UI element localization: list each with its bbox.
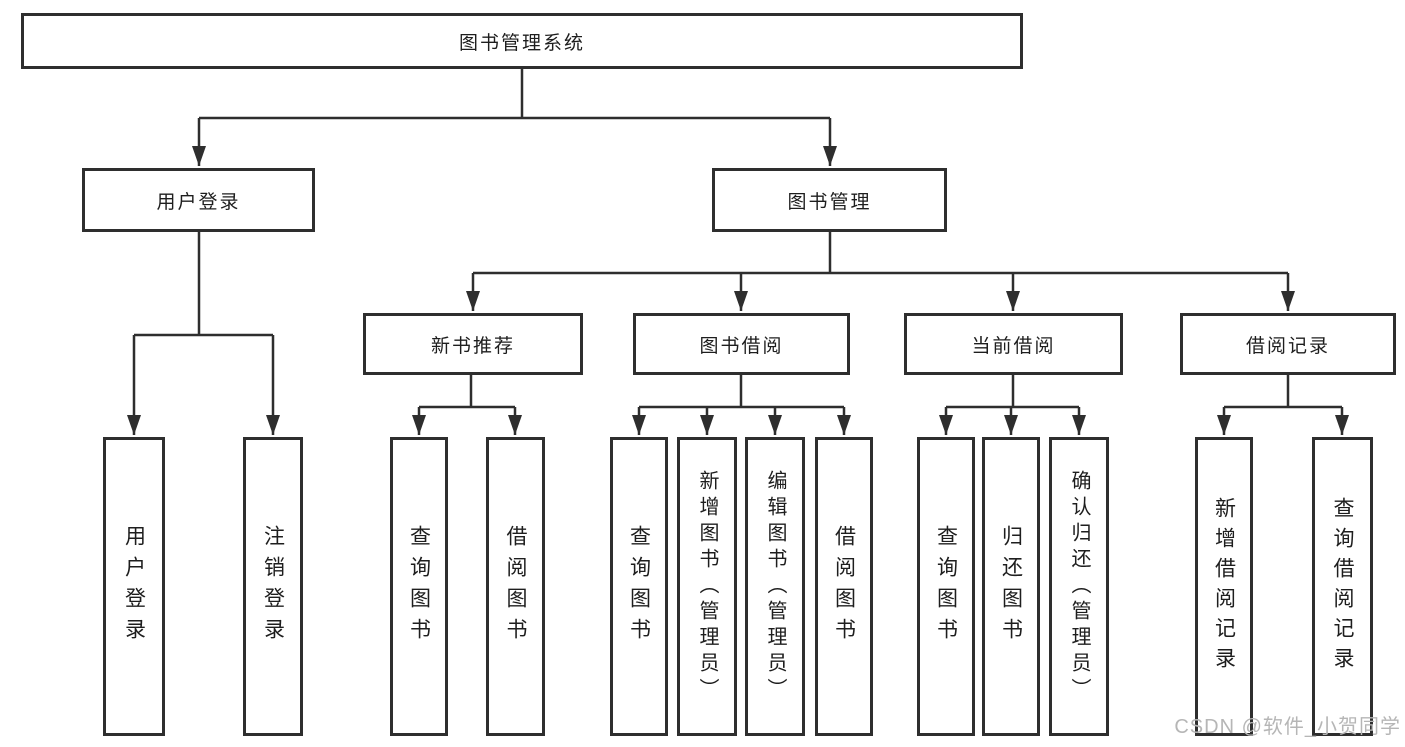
node-new-book-recommendation: 新书推荐 xyxy=(363,313,583,375)
leaf-edit-books-admin-label: 编辑图书（管理员） xyxy=(764,469,786,704)
node-user-login-label: 用户登录 xyxy=(156,191,241,213)
leaf-add-books-admin-label: 新增图书（管理员） xyxy=(696,469,718,704)
leaf-logout-login-label: 注销登录 xyxy=(261,524,285,649)
node-current-borrowing-label: 当前借阅 xyxy=(971,335,1056,357)
node-book-borrowing-label: 图书借阅 xyxy=(699,335,784,357)
node-user-login: 用户登录 xyxy=(82,168,315,232)
leaf-borrow-books-recommend-label: 借阅图书 xyxy=(504,524,527,649)
node-book-management: 图书管理 xyxy=(712,168,947,232)
leaf-query-borrow-record: 查询借阅记录 xyxy=(1312,437,1373,736)
leaf-borrow-books-recommend: 借阅图书 xyxy=(486,437,545,736)
leaf-query-books-recommend: 查询图书 xyxy=(390,437,448,736)
leaf-borrow-books-borrowing: 借阅图书 xyxy=(815,437,873,736)
node-library-system-label: 图书管理系统 xyxy=(458,32,585,54)
watermark: CSDN @软件_小贺同学 xyxy=(1174,716,1401,738)
node-book-borrowing: 图书借阅 xyxy=(633,313,850,375)
node-book-management-label: 图书管理 xyxy=(787,191,872,213)
node-borrowing-records-label: 借阅记录 xyxy=(1245,335,1330,357)
leaf-borrow-books-borrowing-label: 借阅图书 xyxy=(832,524,856,649)
leaf-add-borrow-record: 新增借阅记录 xyxy=(1195,437,1253,736)
node-current-borrowing: 当前借阅 xyxy=(904,313,1123,375)
leaf-return-books-label: 归还图书 xyxy=(999,524,1023,649)
leaf-query-books-current: 查询图书 xyxy=(917,437,975,736)
leaf-add-books-admin: 新增图书（管理员） xyxy=(677,437,737,736)
node-library-system: 图书管理系统 xyxy=(21,13,1023,69)
leaf-edit-books-admin: 编辑图书（管理员） xyxy=(745,437,805,736)
leaf-query-books-recommend-label: 查询图书 xyxy=(407,524,431,649)
leaf-user-login: 用户登录 xyxy=(103,437,165,736)
leaf-add-borrow-record-label: 新增借阅记录 xyxy=(1212,496,1236,677)
leaf-return-books: 归还图书 xyxy=(982,437,1040,736)
leaf-query-books-current-label: 查询图书 xyxy=(934,524,958,649)
node-new-book-recommendation-label: 新书推荐 xyxy=(430,335,515,357)
leaf-query-books-borrowing: 查询图书 xyxy=(610,437,668,736)
leaf-logout-login: 注销登录 xyxy=(243,437,303,736)
leaf-query-borrow-record-label: 查询借阅记录 xyxy=(1331,496,1354,677)
node-borrowing-records: 借阅记录 xyxy=(1180,313,1396,375)
leaf-query-books-borrowing-label: 查询图书 xyxy=(627,524,651,649)
leaf-confirm-return-admin-label: 确认归还（管理员） xyxy=(1068,469,1090,704)
leaf-user-login-label: 用户登录 xyxy=(122,524,146,649)
leaf-confirm-return-admin: 确认归还（管理员） xyxy=(1049,437,1109,736)
